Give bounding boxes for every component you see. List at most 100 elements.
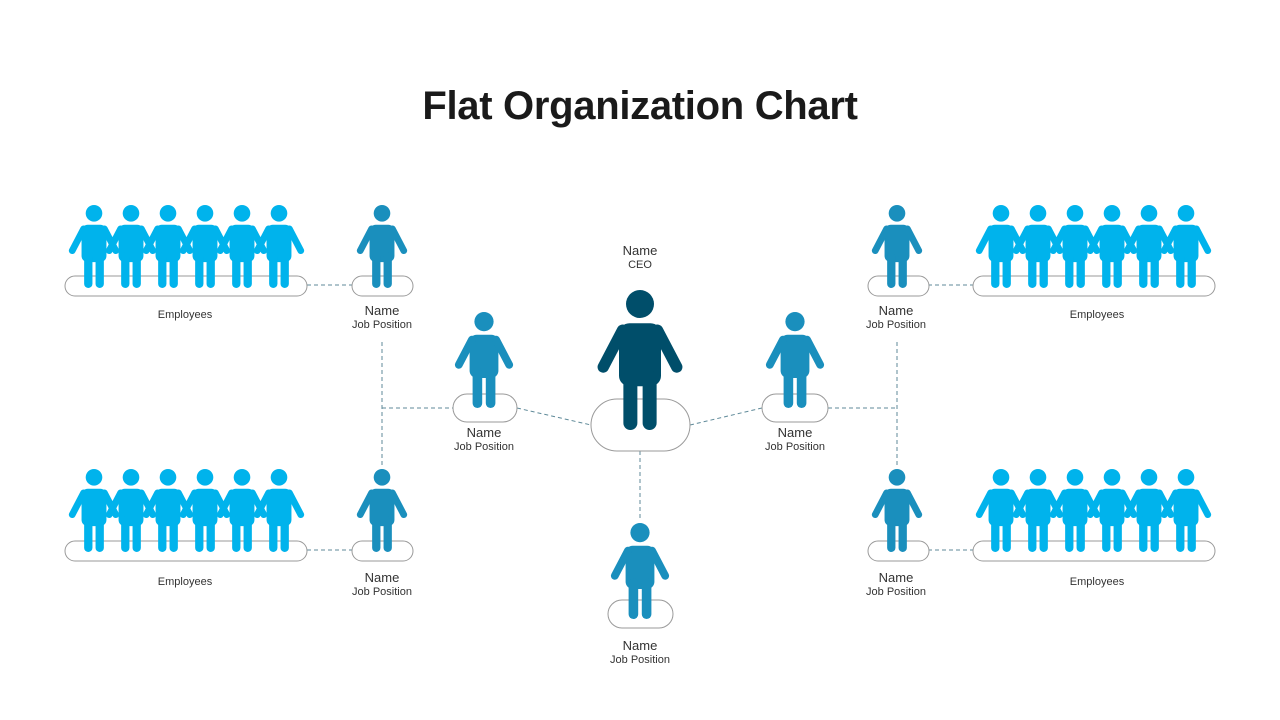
person-icon-part xyxy=(142,225,161,255)
page-title: Flat Organization Chart xyxy=(422,84,858,128)
person-icon-part xyxy=(871,225,890,255)
person-icon-part xyxy=(122,205,140,222)
person-icon xyxy=(253,205,305,289)
person-icon-part xyxy=(81,224,107,263)
person-icon-part xyxy=(229,488,255,527)
person-icon xyxy=(179,469,231,553)
manager-pill xyxy=(351,540,414,562)
person-icon xyxy=(216,469,268,553)
person-icon-part xyxy=(266,488,292,527)
person-icon-part xyxy=(68,489,87,519)
person-icon-part xyxy=(1173,488,1199,527)
person-icon-part xyxy=(610,546,632,580)
person-icon-part xyxy=(118,224,144,263)
employee-group-label-bottom-right: Employees xyxy=(1069,576,1125,588)
person-icon-part xyxy=(454,335,476,369)
person-icon-part xyxy=(81,488,107,527)
manager-name: Name xyxy=(364,570,400,585)
person-icon-part xyxy=(1049,225,1068,255)
person-icon-part xyxy=(105,489,124,519)
person-icon xyxy=(454,312,514,409)
manager-pill xyxy=(607,599,674,629)
person-icon-part xyxy=(286,489,305,519)
manager-pill xyxy=(867,275,930,297)
manager-name: Name xyxy=(622,638,658,653)
person-icon-part xyxy=(142,489,161,519)
person-icon-part xyxy=(286,225,305,255)
person-icon-part xyxy=(1086,489,1105,519)
person-icon-part xyxy=(1177,205,1195,222)
person-icon-part xyxy=(1029,469,1047,486)
person-icon-part xyxy=(270,469,288,486)
person-icon-part xyxy=(389,225,408,255)
person-icon xyxy=(871,205,923,289)
manager-position: Job Position xyxy=(454,441,514,454)
person-icon-part xyxy=(469,334,499,378)
manager-label-top-left: Name Job Position xyxy=(302,303,462,333)
person-icon xyxy=(356,205,408,289)
ceo-position: CEO xyxy=(628,259,652,272)
person-icon-part xyxy=(625,545,655,589)
person-icon-part xyxy=(1099,224,1125,263)
manager-label-center-left: Name Job Position xyxy=(404,425,564,455)
person-icon-part xyxy=(1193,489,1212,519)
manager-label-center-right: Name Job Position xyxy=(715,425,875,455)
manager-label-bottom-center: Name Job Position xyxy=(560,638,720,668)
ceo-label: Name CEO xyxy=(560,243,720,273)
manager-pill xyxy=(351,275,414,297)
manager-name: Name xyxy=(777,425,813,440)
person-icon-part xyxy=(780,334,810,378)
person-icon-part xyxy=(85,205,103,222)
person-icon-part xyxy=(884,224,910,263)
person-icon-part xyxy=(159,205,177,222)
person-icon-part xyxy=(1140,469,1158,486)
employee-group-label-bottom-left: Employees xyxy=(157,576,213,588)
person-icon-part xyxy=(229,224,255,263)
person-icon-part xyxy=(1086,225,1105,255)
person-icon-part xyxy=(373,205,391,222)
person-icon-part xyxy=(1012,225,1031,255)
person-icon xyxy=(610,523,670,620)
person-icon-part xyxy=(1062,224,1088,263)
person-icon-part xyxy=(233,469,251,486)
person-icon xyxy=(142,205,194,289)
manager-pill xyxy=(761,393,829,423)
connector-lines xyxy=(307,284,973,551)
manager-label-top-right: Name Job Position xyxy=(816,303,976,333)
person-icon xyxy=(1160,469,1212,553)
manager-pill xyxy=(452,393,518,423)
person-icon-part xyxy=(975,225,994,255)
person-icon xyxy=(765,312,825,409)
person-icon-part xyxy=(68,225,87,255)
person-icon-part xyxy=(1160,489,1179,519)
manager-position: Job Position xyxy=(352,319,412,332)
manager-name: Name xyxy=(466,425,502,440)
person-icon-part xyxy=(888,469,906,486)
ceo-person-icon-part xyxy=(626,290,654,318)
person-icon-part xyxy=(216,489,235,519)
person-icon xyxy=(105,205,157,289)
person-icon-part xyxy=(85,469,103,486)
ceo-person-icon-part xyxy=(619,323,661,387)
person-icon-part xyxy=(1025,224,1051,263)
person-icon-part xyxy=(888,205,906,222)
person-icon-part xyxy=(988,224,1014,263)
person-icon xyxy=(105,469,157,553)
connector-ceo-left xyxy=(516,407,592,426)
ceo-pill xyxy=(590,398,691,452)
person-icon-part xyxy=(216,225,235,255)
person-icon-part xyxy=(266,224,292,263)
person-icon xyxy=(216,205,268,289)
person-icon-part xyxy=(765,335,787,369)
person-icon-part xyxy=(122,469,140,486)
manager-position: Job Position xyxy=(352,586,412,599)
person-icons xyxy=(68,205,1212,620)
person-icon-part xyxy=(992,205,1010,222)
person-icon-part xyxy=(992,469,1010,486)
person-icon-part xyxy=(356,225,375,255)
person-icon xyxy=(1160,205,1212,289)
person-icon-part xyxy=(192,488,218,527)
manager-position: Job Position xyxy=(765,441,825,454)
person-icon-part xyxy=(1160,225,1179,255)
